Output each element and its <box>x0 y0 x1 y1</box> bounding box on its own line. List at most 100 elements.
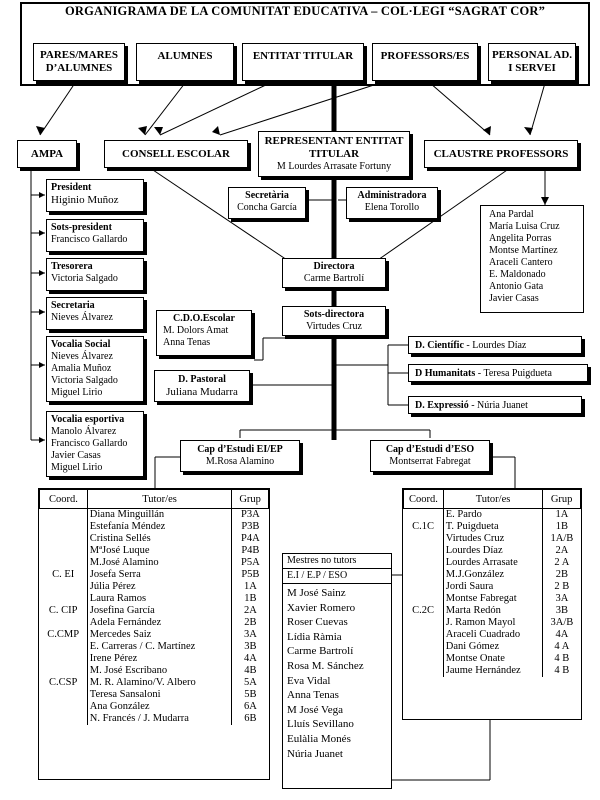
ampa-tresorera: Tresorera Victoria Salgado <box>46 258 144 291</box>
coord-cell <box>404 617 444 629</box>
claustre-box: CLAUSTRE PROFESSORS <box>424 140 578 168</box>
mestre-item: Eva Vidal <box>287 674 331 687</box>
dept-cientific: D. Científic - Lourdes Díaz <box>408 336 582 354</box>
coord-cell <box>404 641 444 653</box>
tutor-cell: Dani Gómez <box>442 641 543 653</box>
mestre-item: Anna Tenas <box>287 689 339 702</box>
coord-cell <box>404 557 444 569</box>
claustre-members: Ana Pardal María Luisa Cruz Angelita Por… <box>480 205 584 313</box>
group-cell: 3B <box>542 605 581 617</box>
coord-cell <box>40 617 88 629</box>
ampa-vocalia-esportiva: Vocalia esportiva Manolo Álvarez Francis… <box>46 411 144 477</box>
tutor-cell: Josefina García <box>86 605 232 617</box>
mestre-item: M José Sainz <box>287 587 346 599</box>
tutor-cell: E. Pardo <box>442 508 543 521</box>
group-cell: P5B <box>231 569 269 581</box>
tutor-cell: N. Francés / J. Mudarra <box>86 713 232 725</box>
cap-eiep-box: Cap d’Estudi EI/EP M.Rosa Alamino <box>180 440 300 472</box>
tutor-cell: M. José Escribano <box>86 665 232 677</box>
tutor-cell: Ana González <box>86 701 232 713</box>
group-cell: 2 A <box>542 557 581 569</box>
tutor-cell: Montse Onate <box>442 653 543 665</box>
header-grup: Grup <box>542 489 581 509</box>
group-entitat: ENTITAT TITULAR <box>242 43 364 81</box>
secretaria-box: Secretària Concha García <box>228 187 306 219</box>
group-cell: 1A/B <box>542 533 581 545</box>
tutor-cell: Jaume Hernández <box>442 665 543 677</box>
coord-cell <box>40 665 88 677</box>
coord-cell <box>404 593 444 605</box>
representant-box: REPRESENTANT ENTITAT TITULAR M Lourdes A… <box>258 131 410 177</box>
representant-name: M Lourdes Arrasate Fortuny <box>276 161 392 172</box>
mestre-item: Rosa M. Sánchez <box>287 659 364 672</box>
tutor-cell: Júlia Pérez <box>86 581 232 593</box>
coord-cell <box>404 509 444 522</box>
consell-escolar-box: CONSELL ESCOLAR <box>104 140 248 168</box>
tutor-cell: Diana Minguillán <box>86 508 232 521</box>
coord-cell <box>40 521 88 533</box>
group-cell: P3A <box>231 508 269 521</box>
coord-cell <box>40 533 88 545</box>
tutor-cell: T. Puigdueta <box>442 521 543 533</box>
tutor-cell: Irene Pérez <box>86 653 232 665</box>
group-cell: P3B <box>231 521 269 533</box>
group-cell: 6A <box>231 701 269 713</box>
tutor-cell: Lourdes Díaz <box>442 545 543 557</box>
ampa-sotspresident: Sots-president Francisco Gallardo <box>46 219 144 252</box>
coord-cell: C. EI <box>52 569 75 580</box>
ampa-secretaria: Secretaria Nieves Álvarez <box>46 297 144 330</box>
group-pares: PARES/MARES D’ALUMNES <box>33 43 125 81</box>
group-personal: PERSONAL AD. I SERVEI <box>488 43 576 81</box>
coord-cell <box>404 581 444 593</box>
mestres-subtitle: E.I / E.P / ESO <box>283 569 391 584</box>
mestre-item: M José Vega <box>287 703 344 716</box>
group-cell: 1B <box>231 593 269 605</box>
tutor-cell: J. Ramon Mayol <box>442 617 543 629</box>
group-cell: P4A <box>231 533 269 545</box>
pastoral-box: D. Pastoral Juliana Mudarra <box>154 370 250 402</box>
coord-cell <box>404 569 444 581</box>
tutor-cell: Marta Redón <box>442 605 543 617</box>
header-tutors: Tutor/es <box>86 489 233 509</box>
ampa-box: AMPA <box>17 140 77 168</box>
group-cell: 4 B <box>542 665 581 677</box>
header-grup: Grup <box>231 489 269 509</box>
directora-box: Directora Carme Bartrolí <box>282 258 386 288</box>
coord-cell <box>404 665 444 677</box>
group-cell: 4 B <box>542 653 581 665</box>
coord-cell <box>404 533 444 545</box>
tutor-cell: M. R. Alamino/V. Albero <box>86 677 232 689</box>
coord-cell <box>40 689 88 701</box>
tutor-cell: Jordi Saura <box>442 581 543 593</box>
tutor-cell: M.J.González <box>442 569 543 581</box>
group-cell: 3A <box>231 629 269 641</box>
group-cell: 1A <box>542 508 581 521</box>
group-cell: 4A <box>231 653 269 665</box>
tutor-cell: E. Carreras / C. Martínez <box>86 641 232 653</box>
tutor-cell: Cristina Sellés <box>86 533 232 545</box>
coord-cell <box>40 581 88 593</box>
group-cell: 1B <box>542 521 581 533</box>
tutor-cell: Montse Fabregat <box>442 593 543 605</box>
tutor-cell: Araceli Cuadrado <box>442 629 543 641</box>
coord-cell <box>40 593 88 605</box>
coord-cell: C.CMP <box>47 629 80 640</box>
tutor-cell: Laura Ramos <box>86 593 232 605</box>
group-cell: 4 A <box>542 641 581 653</box>
